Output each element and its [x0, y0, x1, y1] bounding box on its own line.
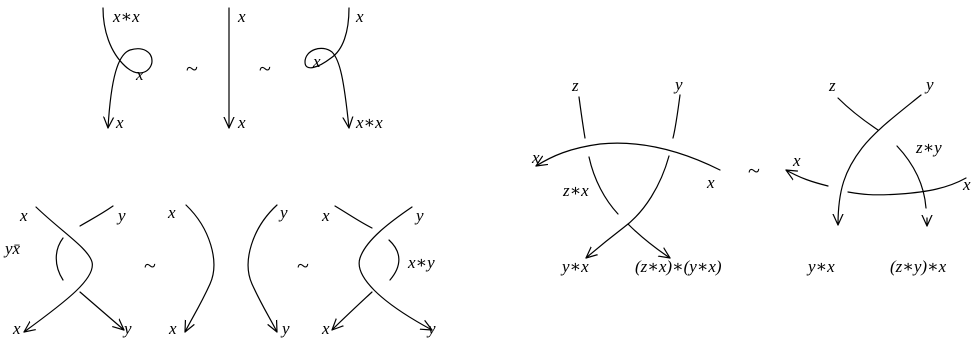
- r1-right-loop-label: x: [312, 52, 321, 71]
- r2-right-bottom-right-label: y: [426, 319, 436, 338]
- r3-right-strand-z: [837, 97, 927, 227]
- r3-left-strand-y: [585, 94, 681, 259]
- r2-middle-bottom-right-label: y: [280, 319, 290, 338]
- r1-tilde-1: ~: [186, 56, 198, 81]
- r2-middle-top-left-label: x: [167, 203, 176, 222]
- r3-left-arc-x: [535, 142, 721, 171]
- r2-left-mid-label: yx̄: [3, 239, 21, 258]
- r2-right-mid-label: x∗y: [407, 253, 435, 272]
- r2-left-strand-x: [23, 206, 93, 333]
- r2-right-top-right-label: y: [414, 206, 424, 225]
- r3-right-strand-y: [838, 94, 922, 226]
- r3-left-top-y-label: y: [673, 75, 683, 94]
- r3-right-arc-right-label: x: [962, 175, 971, 194]
- r3-right-bottom-right-label: (z∗y)∗x: [890, 257, 947, 276]
- r3-right-top-y-label: y: [924, 75, 934, 94]
- r2-right-bottom-left-label: x: [321, 319, 330, 338]
- r1-left-top-label: x∗x: [112, 7, 140, 26]
- r2-left-bottom-left-label: x: [12, 319, 21, 338]
- r2-middle-bottom-left-label: x: [168, 319, 177, 338]
- r3-tilde: ~: [748, 158, 760, 183]
- r2-left-top-right-label: y: [116, 206, 126, 225]
- r3-right-mid-label: z∗y: [915, 138, 942, 157]
- r3-right-top-z-label: z: [828, 76, 836, 95]
- r1-right-strand: [304, 7, 349, 129]
- r2-left-bottom-right-label: y: [122, 319, 132, 338]
- r1-left-strand: [102, 7, 153, 129]
- r2-right-top-left-label: x: [321, 206, 330, 225]
- r3-left-arc-right-label: x: [706, 173, 715, 192]
- r3-left-bottom-left-label: y∗x: [560, 257, 589, 276]
- r3-left-bottom-right-label: (z∗x)∗(y∗x): [635, 257, 722, 276]
- r2-left-strand-y: [55, 205, 125, 331]
- r2-tilde-2: ~: [297, 253, 309, 278]
- r2-middle-strand-y: [247, 204, 278, 333]
- r3-right-arc-x: [785, 169, 967, 196]
- r3-left-arc-left-label: x: [531, 148, 540, 167]
- r2-middle-strand-x: [184, 204, 215, 333]
- r2-right-strand-x: [331, 205, 400, 331]
- r1-left-bottom-label: x: [115, 113, 124, 132]
- r3-left-mid-label: z∗x: [562, 181, 589, 200]
- r2-tilde-1: ~: [144, 253, 156, 278]
- r1-middle-top-label: x: [237, 7, 246, 26]
- r3-right-arc-left-label: x: [792, 151, 801, 170]
- r1-tilde-2: ~: [259, 56, 271, 81]
- r2-middle-top-right-label: y: [278, 203, 288, 222]
- r1-right-bottom-label: x∗x: [355, 113, 383, 132]
- r3-left-top-z-label: z: [571, 76, 579, 95]
- r1-right-top-label: x: [355, 7, 364, 26]
- r3-right-bottom-left-label: y∗x: [806, 257, 835, 276]
- r2-right-strand-y: [358, 206, 433, 331]
- r1-middle-bottom-label: x: [237, 113, 246, 132]
- r3-left-strand-z: [578, 96, 671, 259]
- r1-left-loop-label: x: [135, 65, 144, 84]
- r2-left-top-left-label: x: [19, 206, 28, 225]
